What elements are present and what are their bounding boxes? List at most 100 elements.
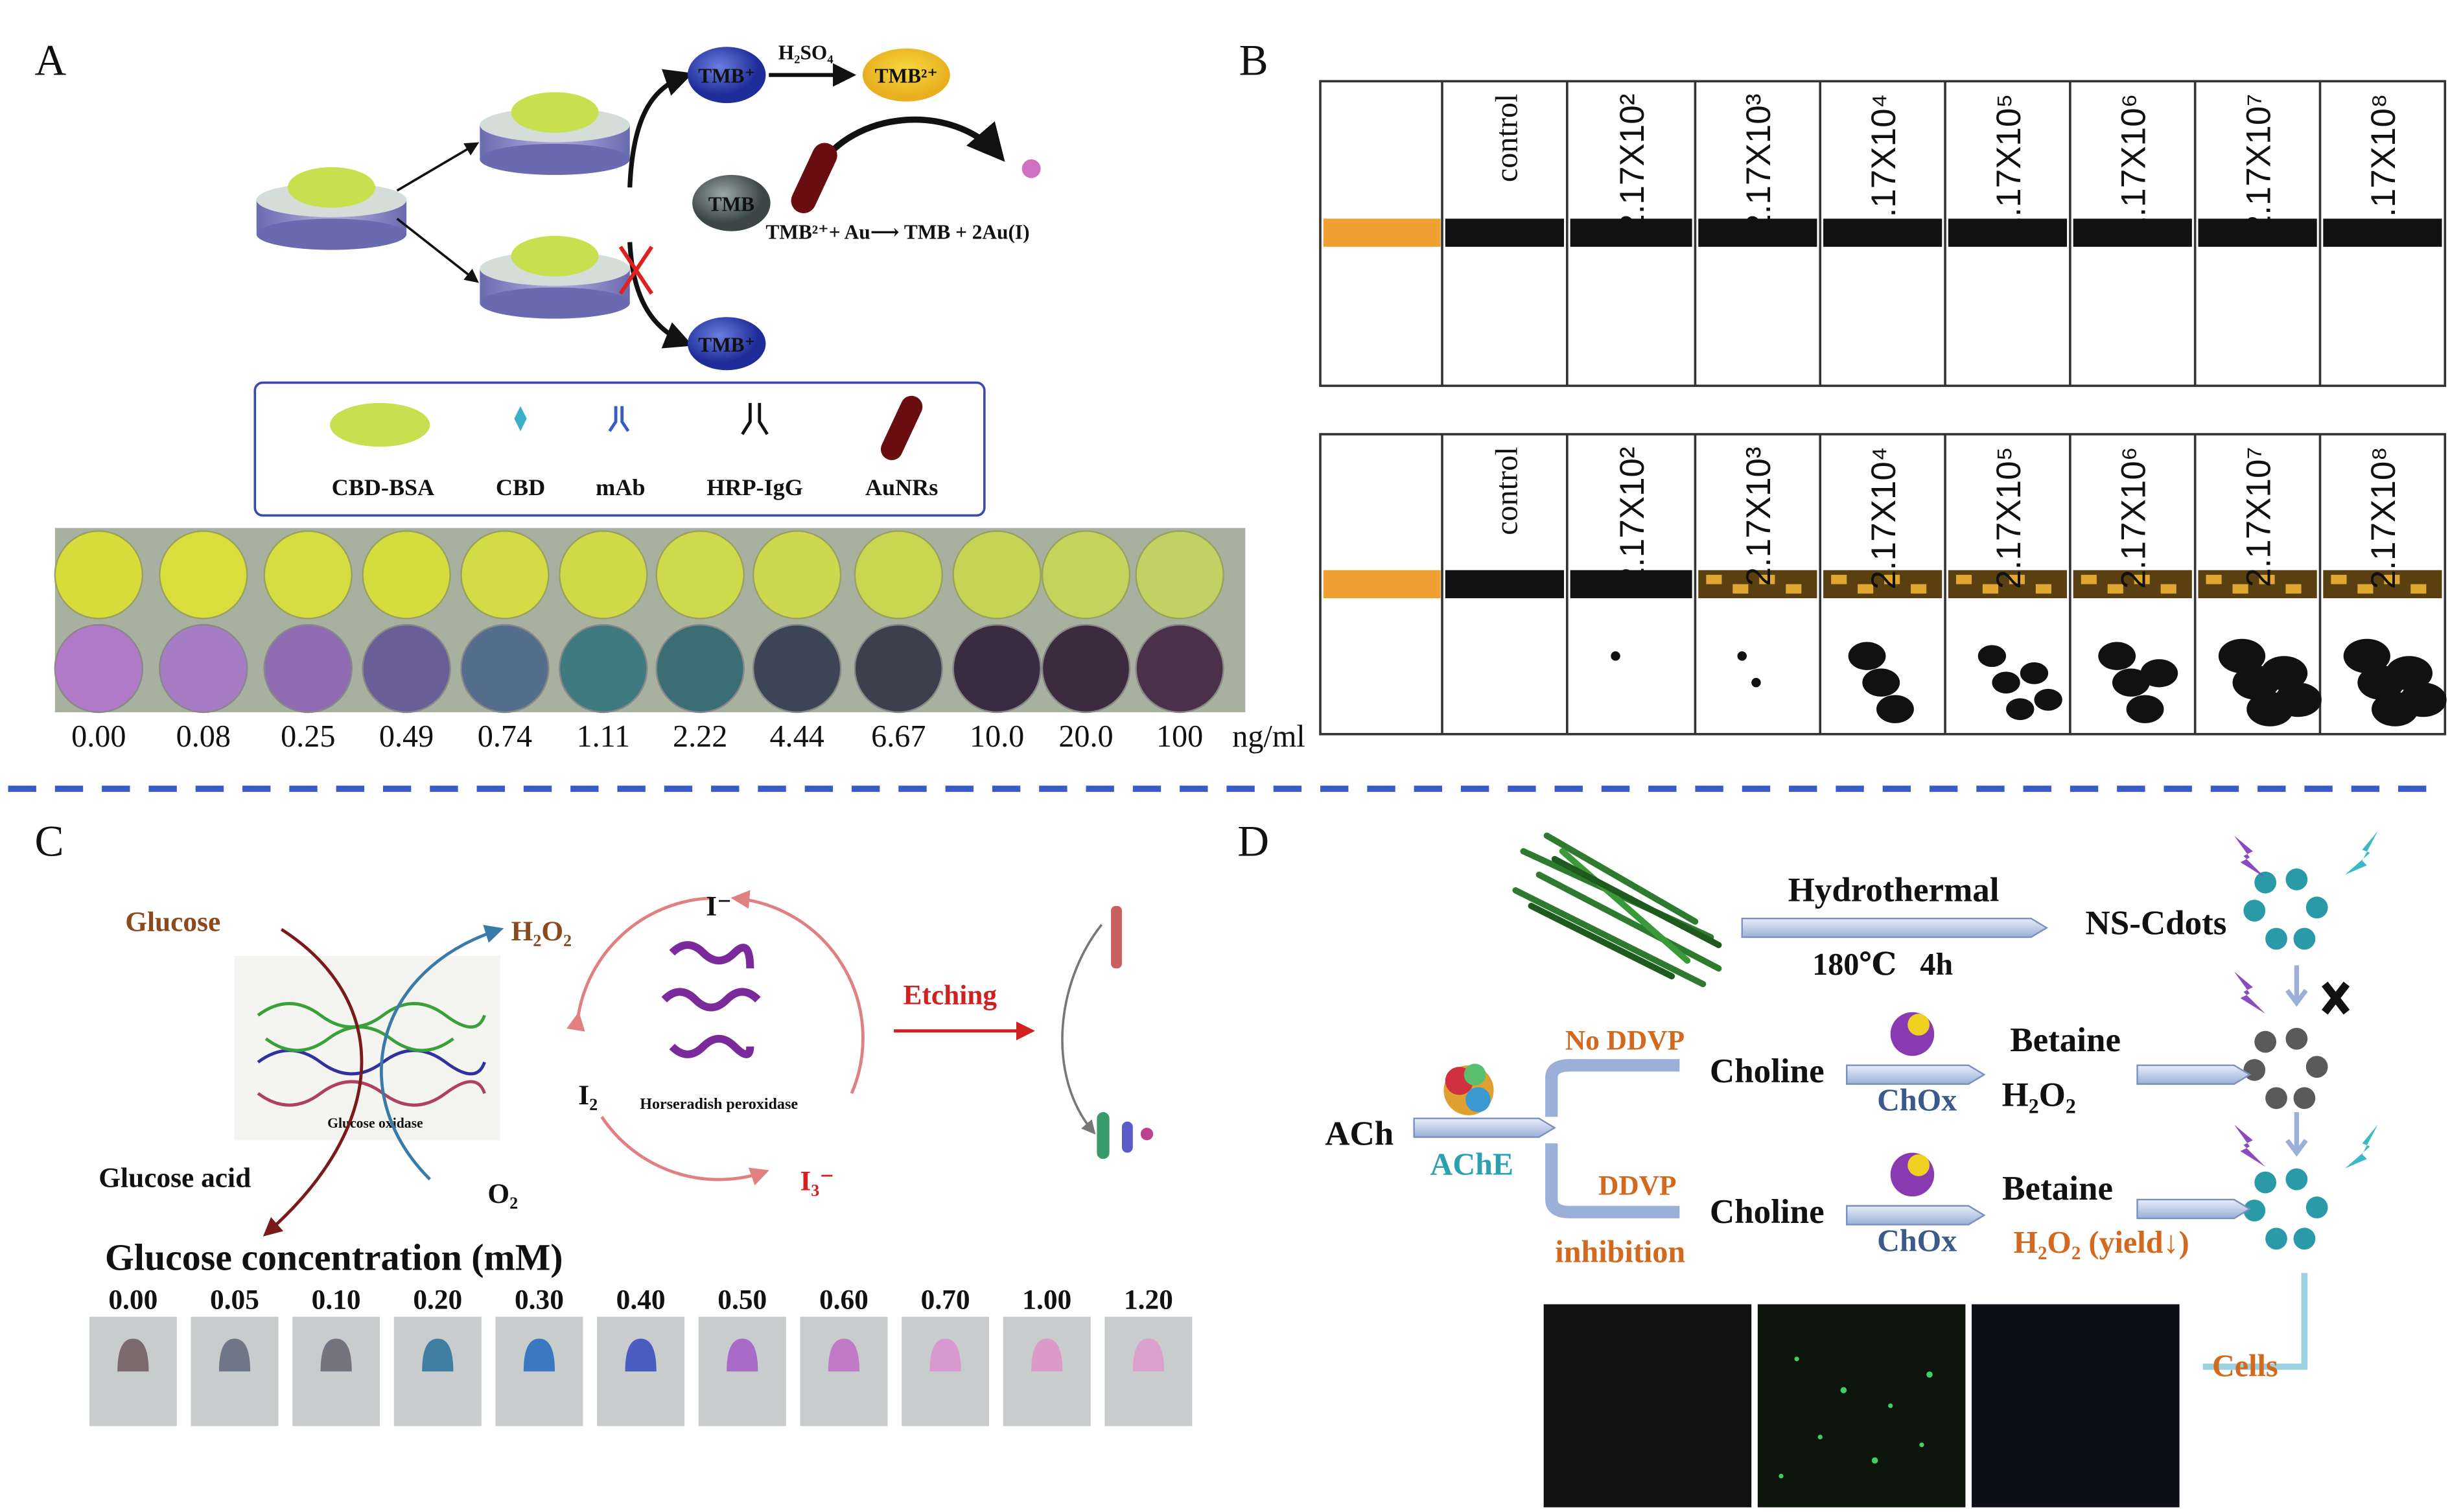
tube-solution bbox=[117, 1338, 149, 1372]
strip-column-label: 2.17X10⁴ bbox=[1865, 94, 1903, 237]
hydrothermal-arrow bbox=[1741, 917, 2049, 938]
concentration-label: 4.44 bbox=[769, 719, 824, 754]
strip-band bbox=[1698, 218, 1817, 247]
purple-well bbox=[1135, 623, 1224, 714]
cycle-arrow-bottom bbox=[600, 1115, 769, 1185]
glucose-concentration-label: 0.40 bbox=[616, 1285, 666, 1316]
glucose-oxidase-structure bbox=[234, 955, 500, 1141]
aggregate-spot bbox=[1611, 651, 1620, 661]
triiodide-label: I₃⁻ bbox=[800, 1166, 834, 1197]
nanorod-long bbox=[1111, 905, 1122, 969]
o2-label: O₂ bbox=[487, 1178, 518, 1209]
yellow-well bbox=[159, 530, 248, 620]
reference-band bbox=[1323, 570, 1441, 599]
ddvp-label: DDVP bbox=[1598, 1170, 1676, 1202]
cycle-arrow-left bbox=[566, 896, 712, 1032]
legend-cbd: CBD bbox=[496, 474, 545, 500]
unit-label: ng/ml bbox=[1232, 719, 1305, 754]
panel-d: D Hydrothermal 180℃ 4h NS-Cdots ACh bbox=[1237, 817, 2378, 1507]
aggregate-spot bbox=[2399, 682, 2447, 717]
glucose-concentration-label: 0.10 bbox=[312, 1285, 361, 1316]
tmb-sphere bbox=[692, 174, 771, 231]
etching-label: Etching bbox=[904, 980, 998, 1011]
tube-solution bbox=[727, 1338, 758, 1372]
strip-column-label: 2.17X10⁷ bbox=[2239, 447, 2278, 587]
panel-c-label: C bbox=[34, 817, 64, 866]
panel-d-label: D bbox=[1237, 817, 1269, 866]
aggregate-spot bbox=[2274, 682, 2322, 717]
purple-well bbox=[159, 623, 248, 714]
chox-arrow-bottom bbox=[1846, 1205, 1986, 1226]
yellow-well bbox=[854, 530, 943, 620]
glucose-acid-label: Glucose acid bbox=[99, 1163, 251, 1194]
strip-band bbox=[1823, 218, 1942, 247]
strip-column-label: 2.17X10³ bbox=[1740, 94, 1778, 233]
strip-column-label: 2.17X10⁶ bbox=[2115, 94, 2153, 236]
tube-solution bbox=[1031, 1338, 1063, 1372]
concentration-label: 0.74 bbox=[478, 719, 532, 754]
aggregate-spot bbox=[2218, 638, 2266, 673]
h2o2-yield-label: H₂O₂ (yield↓) bbox=[2014, 1226, 2189, 1260]
panel-c: C Glucose oxidase Glucose H₂O₂ Glucose a… bbox=[34, 817, 1193, 1426]
chox-label-top: ChOx bbox=[1877, 1084, 1957, 1118]
aggregate-spot bbox=[1737, 651, 1747, 661]
aggregate-spot bbox=[1751, 677, 1761, 688]
yellow-well bbox=[54, 530, 143, 620]
tube-solution bbox=[320, 1338, 352, 1372]
inhibition-label: inhibition bbox=[1555, 1235, 1685, 1269]
purple-well bbox=[854, 623, 943, 714]
strip-band bbox=[1570, 218, 1692, 247]
concentration-label: 10.0 bbox=[970, 719, 1024, 754]
cell-image-3 bbox=[1972, 1304, 2180, 1507]
no-ddvp-label: No DDVP bbox=[1565, 1025, 1685, 1056]
strip-column-label: control bbox=[1490, 447, 1524, 535]
tmb-plus-sphere-bottom bbox=[687, 317, 766, 371]
strip-band bbox=[1570, 570, 1692, 599]
purple-well bbox=[1041, 623, 1131, 714]
concentration-label: 100 bbox=[1156, 719, 1203, 754]
cells-arrow bbox=[2202, 1273, 2308, 1370]
purple-well bbox=[952, 623, 1042, 714]
disk-start-icon bbox=[256, 167, 407, 250]
legend-hrp-igg: HRP-IgG bbox=[706, 474, 803, 500]
yellow-well bbox=[362, 530, 451, 620]
glucose-concentration-label: 0.30 bbox=[515, 1285, 564, 1316]
glucose-arrow bbox=[262, 927, 364, 1237]
choline-label-top: Choline bbox=[1710, 1053, 1825, 1090]
aunrs-icon bbox=[880, 395, 923, 461]
glucose-concentration-label: 0.05 bbox=[210, 1285, 259, 1316]
strip-band bbox=[1445, 218, 1564, 247]
aunr-rod-icon bbox=[791, 143, 837, 213]
aggregate-spot bbox=[2343, 638, 2390, 673]
tube-solution bbox=[218, 1338, 251, 1372]
concentration-label: 6.67 bbox=[871, 719, 926, 754]
mab-icon bbox=[608, 406, 630, 432]
strip-column-label: 2.17X10⁸ bbox=[2364, 94, 2403, 237]
iodide-label: I⁻ bbox=[706, 890, 732, 922]
betaine-label-bottom: Betaine bbox=[2002, 1170, 2113, 1207]
concentration-label: 1.11 bbox=[576, 719, 630, 754]
yellow-well bbox=[952, 530, 1042, 620]
quench-cross-icon bbox=[2321, 981, 2350, 1015]
tmb-label: TMB bbox=[708, 192, 754, 215]
strip-column-label: 2.17X10⁷ bbox=[2239, 94, 2278, 235]
ach-label: ACh bbox=[1325, 1115, 1394, 1153]
strip-column-label: 2.17X10² bbox=[1613, 447, 1651, 586]
hydrothermal-label: Hydrothermal bbox=[1788, 872, 2000, 909]
cdots-fluorescent-icon bbox=[2243, 868, 2328, 950]
etched-particle bbox=[1021, 159, 1041, 178]
lightning-icons bbox=[2234, 831, 2378, 1169]
tmb-plus-sphere bbox=[687, 47, 766, 104]
strip-column-label: 2.17X10⁵ bbox=[1990, 94, 2028, 237]
yellow-well bbox=[655, 530, 745, 620]
legend-mab: mAb bbox=[596, 474, 645, 500]
purple-well bbox=[559, 623, 648, 714]
aggregate-spot bbox=[2126, 695, 2164, 723]
cdots-recovered-icon bbox=[2243, 1168, 2328, 1250]
legend-box bbox=[253, 381, 986, 517]
iodine-label: I₂ bbox=[578, 1080, 598, 1111]
